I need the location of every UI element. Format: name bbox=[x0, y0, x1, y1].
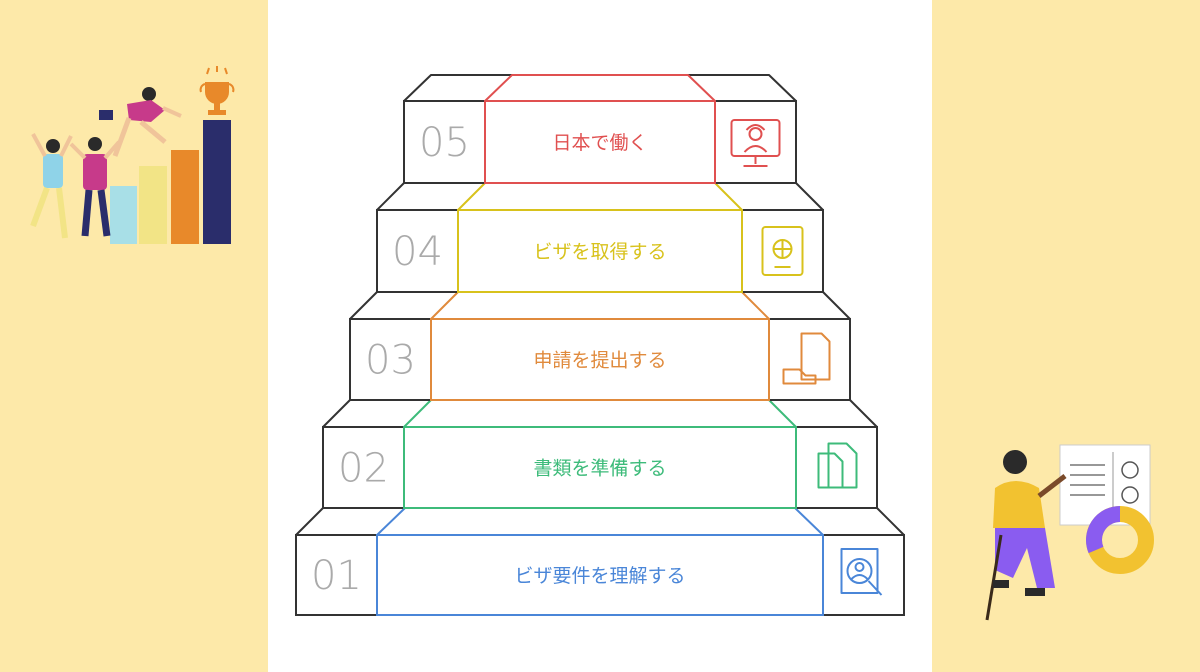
people-climbing-chart-illustration bbox=[30, 66, 235, 244]
person-figure-pink bbox=[69, 137, 121, 237]
trophy-icon bbox=[199, 66, 235, 115]
step-label: 申請を提出する bbox=[533, 350, 666, 372]
profile-icon-bottom bbox=[1121, 486, 1139, 504]
step-02: 02 書類を準備する bbox=[322, 399, 878, 509]
step-center-top bbox=[430, 291, 770, 320]
bar-orange bbox=[171, 150, 199, 244]
step-number: 01 bbox=[311, 553, 362, 599]
step-center-front bbox=[403, 426, 797, 509]
profile-icon-top bbox=[1121, 461, 1139, 479]
step-center-top bbox=[484, 74, 716, 102]
step-center-top bbox=[403, 399, 797, 428]
step-number: 05 bbox=[419, 120, 470, 166]
step-center-front bbox=[376, 534, 824, 616]
child-figure-left bbox=[30, 133, 73, 239]
search-person-icon bbox=[840, 548, 883, 596]
step-number: 03 bbox=[365, 338, 416, 384]
step-label: ビザを取得する bbox=[533, 241, 666, 263]
bar-navy bbox=[203, 120, 231, 244]
step-label: 書類を準備する bbox=[533, 458, 666, 480]
step-center-top bbox=[376, 507, 824, 536]
step-label: ビザ要件を理解する bbox=[514, 565, 685, 587]
step-center-front bbox=[484, 100, 716, 184]
person-presenting-illustration bbox=[985, 444, 1154, 621]
step-label: 日本で働く bbox=[552, 132, 647, 154]
passport-icon bbox=[761, 226, 804, 276]
documents-icon bbox=[817, 442, 858, 489]
step-05: 05 日本で働く bbox=[403, 74, 797, 184]
step-04: 04 ビザを取得する bbox=[376, 182, 824, 293]
worker-monitor-icon bbox=[730, 119, 781, 167]
donut-chart-icon bbox=[1086, 506, 1154, 574]
step-01: 01 ビザ要件を理解する bbox=[295, 507, 905, 616]
step-center-top bbox=[457, 182, 743, 211]
step-number: 02 bbox=[338, 446, 389, 492]
step-number: 04 bbox=[392, 229, 443, 275]
submit-hand-icon bbox=[782, 332, 831, 385]
step-center-front bbox=[430, 318, 770, 401]
bar-yellow bbox=[139, 166, 167, 244]
presenter-figure bbox=[985, 450, 1067, 621]
step-center-front bbox=[457, 209, 743, 293]
step-03: 03 申請を提出する bbox=[349, 291, 851, 401]
bar-light-blue bbox=[110, 186, 137, 244]
person-figure-leaping bbox=[99, 87, 182, 157]
